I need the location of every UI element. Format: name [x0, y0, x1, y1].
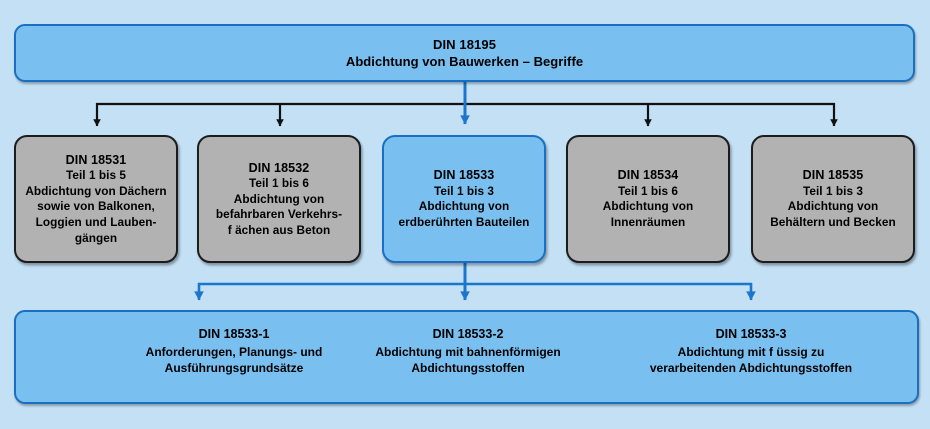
node-code: DIN 18532	[248, 160, 310, 175]
node-desc-line: Abdichtung von	[602, 199, 694, 214]
node-din-18533[interactable]: DIN 18533 Teil 1 bis 3 Abdichtung von er…	[382, 135, 546, 263]
node-desc-line: Anforderungen, Planungs- und	[145, 344, 323, 359]
node-description: Abdichtung von Bauwerken – Begriffe	[345, 54, 584, 69]
node-desc-line: sowie von Balkonen,	[37, 199, 155, 214]
node-din-18535[interactable]: DIN 18535 Teil 1 bis 3 Abdichtung von Be…	[751, 135, 915, 263]
node-code: DIN 18531	[65, 152, 127, 167]
node-din-18533-3[interactable]: DIN 18533-3 Abdichtung mit f üssig zu ve…	[616, 326, 886, 377]
node-desc-line: f ächen aus Beton	[227, 222, 331, 237]
node-code: DIN 18533-2	[432, 327, 504, 341]
node-din-18533-1[interactable]: DIN 18533-1 Anforderungen, Planungs- und…	[99, 326, 369, 377]
node-code: DIN 18533-3	[715, 327, 787, 341]
node-parts: Teil 1 bis 6	[248, 176, 310, 191]
node-desc-line: Abdichtung von	[787, 199, 879, 214]
node-desc-line: Behältern und Becken	[770, 215, 896, 230]
node-desc-line: Ausführungsgrundsätze	[164, 361, 304, 376]
node-din-18533-2[interactable]: DIN 18533-2 Abdichtung mit bahnenförmige…	[333, 326, 603, 377]
node-code: DIN 18533	[433, 168, 495, 183]
node-parts: Teil 1 bis 6	[617, 183, 679, 198]
node-code: DIN 18195	[432, 36, 497, 52]
node-desc-line: verarbeitenden Abdichtungsstoffen	[649, 361, 853, 376]
node-parts: Teil 1 bis 3	[433, 183, 495, 198]
lower-connector-group	[194, 263, 756, 301]
node-desc-line: Abdichtung von	[233, 191, 325, 206]
node-din-18533-parts-container[interactable]: DIN 18533-1 Anforderungen, Planungs- und…	[14, 310, 919, 404]
node-desc-line: gängen	[74, 230, 118, 245]
node-desc-line: Abdichtung von Dächern	[25, 183, 167, 198]
node-desc-line: Abdichtungsstoffen	[411, 361, 525, 376]
node-code: DIN 18533-1	[198, 327, 270, 341]
node-din-18532[interactable]: DIN 18532 Teil 1 bis 6 Abdichtung von be…	[197, 135, 361, 263]
node-din-18531[interactable]: DIN 18531 Teil 1 bis 5 Abdichtung von Dä…	[14, 135, 178, 263]
node-code: DIN 18534	[617, 168, 679, 183]
node-parts: Teil 1 bis 5	[65, 168, 127, 183]
node-desc-line: Abdichtung von	[418, 199, 510, 214]
node-desc-line: Abdichtung mit f üssig zu	[677, 344, 825, 359]
node-desc-line: Innenräumen	[610, 215, 686, 230]
node-desc-line: Abdichtung mit bahnenförmigen	[375, 344, 561, 359]
upper-connector-group	[93, 102, 838, 127]
node-din-18195[interactable]: DIN 18195 Abdichtung von Bauwerken – Beg…	[14, 24, 915, 82]
node-code: DIN 18535	[802, 168, 864, 183]
node-desc-line: erdberührten Bauteilen	[398, 215, 530, 230]
node-din-18534[interactable]: DIN 18534 Teil 1 bis 6 Abdichtung von In…	[566, 135, 730, 263]
node-desc-line: Loggien und Lauben-	[35, 215, 157, 230]
node-desc-line: befahrbaren Verkehrs-	[215, 207, 343, 222]
node-parts: Teil 1 bis 3	[802, 183, 864, 198]
